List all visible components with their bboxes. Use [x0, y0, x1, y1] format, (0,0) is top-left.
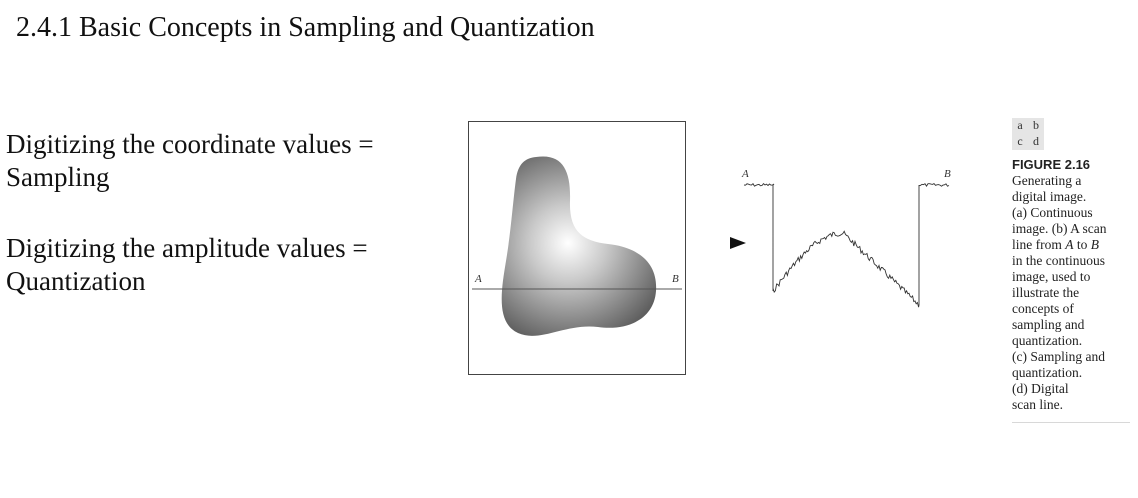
continuous-image-blob: [501, 156, 657, 336]
caption-line: scan line.: [1012, 397, 1063, 412]
slide-title: 2.4.1 Basic Concepts in Sampling and Qua…: [16, 12, 595, 43]
figure-label: FIGURE 2.16: [1012, 157, 1091, 172]
caption-line: concepts of: [1012, 301, 1074, 316]
intensity-profile-line: [743, 183, 950, 308]
caption-line: (c) Sampling and: [1012, 349, 1105, 364]
caption-line: (a) Continuous: [1012, 205, 1093, 220]
sampling-definition-line-1: Digitizing the coordinate values =: [6, 129, 374, 159]
profile-end-label: B: [944, 168, 951, 180]
quantization-definition: Digitizing the amplitude values = Quanti…: [6, 232, 368, 298]
profile-start-label: A: [741, 168, 749, 180]
caption-line: sampling and: [1012, 317, 1085, 332]
scan-line-end-label: B: [672, 273, 679, 285]
continuous-image-figure: A B: [468, 121, 686, 375]
caption-line: digital image.: [1012, 189, 1087, 204]
scan-line-profile-figure: A B: [730, 168, 951, 308]
sampling-definition: Digitizing the coordinate values = Sampl…: [6, 128, 374, 194]
panel-layout-key: a b c d: [1012, 118, 1044, 150]
panel-key-b: b: [1033, 118, 1039, 132]
caption-line: Generating a: [1012, 173, 1082, 188]
quantization-definition-line-1: Digitizing the amplitude values =: [6, 233, 368, 263]
panel-key-a: a: [1017, 118, 1023, 132]
figure-caption: FIGURE 2.16 Generating a digital image. …: [1012, 157, 1132, 413]
arrow-right-icon: [730, 237, 746, 249]
caption-line: image. (b) A scan: [1012, 221, 1107, 236]
caption-line: image, used to: [1012, 269, 1091, 284]
scan-line-start-label: A: [474, 273, 482, 285]
caption-line: (d) Digital: [1012, 381, 1069, 396]
caption-line: illustrate the: [1012, 285, 1080, 300]
caption-line: quantization.: [1012, 333, 1083, 348]
caption-line: quantization.: [1012, 365, 1083, 380]
caption-divider: [1012, 422, 1130, 423]
panel-key-d: d: [1033, 134, 1039, 148]
sampling-definition-line-2: Sampling: [6, 162, 110, 192]
panel-key-c: c: [1017, 134, 1023, 148]
caption-line: in the continuous: [1012, 253, 1105, 268]
quantization-definition-line-2: Quantization: [6, 266, 146, 296]
caption-line: line from A to B: [1012, 237, 1100, 252]
